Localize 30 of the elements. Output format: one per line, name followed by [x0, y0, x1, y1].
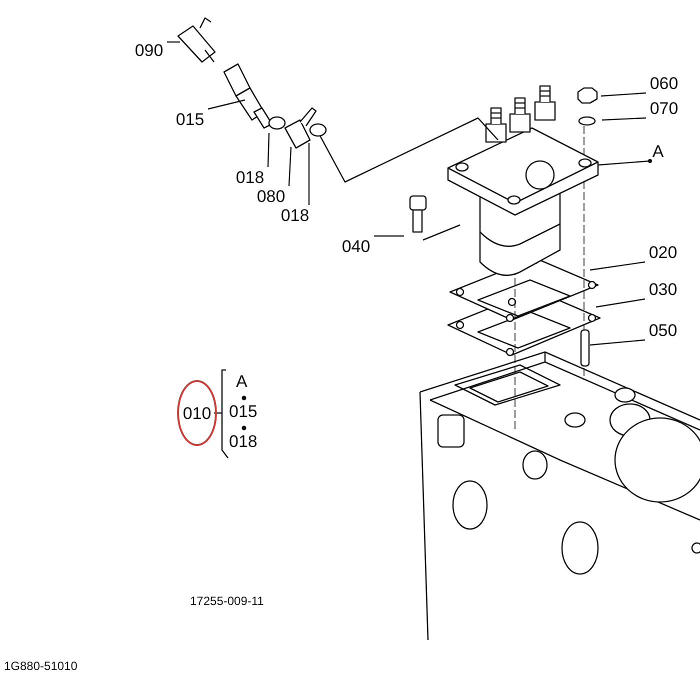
leader-line [267, 132, 270, 168]
callout-number: 015 [172, 109, 208, 129]
part-reference: 015 [229, 403, 258, 420]
leader-line [208, 99, 246, 110]
leader-line [602, 117, 646, 121]
part-number: 1G880-51010 [4, 660, 78, 672]
callout-number: 080 [253, 186, 289, 206]
callout-number: 030 [645, 279, 681, 299]
leader-line [596, 298, 646, 308]
callout-number: 050 [645, 320, 681, 340]
callout-number: 060 [646, 73, 682, 93]
callout-number: 018 [277, 205, 313, 225]
leader-line [598, 159, 652, 166]
leader-line [590, 261, 646, 271]
callout-number: 090 [131, 40, 167, 60]
leader-line [308, 143, 310, 205]
leader-line [374, 235, 404, 237]
leader-line [167, 41, 180, 43]
drawing-number: 17255-009-11 [190, 595, 264, 607]
leader-line [600, 92, 646, 97]
part-reference: A [236, 373, 248, 390]
part-reference: 018 [229, 433, 258, 450]
callout-number: A [650, 141, 666, 161]
circled-callout-number: 010 [177, 380, 217, 446]
callout-number: 018 [232, 167, 268, 187]
leader-line [590, 339, 646, 346]
callout-number: 070 [646, 98, 682, 118]
callout-number: 020 [645, 242, 681, 262]
callout-number: 040 [338, 236, 374, 256]
leader-line [288, 146, 292, 186]
